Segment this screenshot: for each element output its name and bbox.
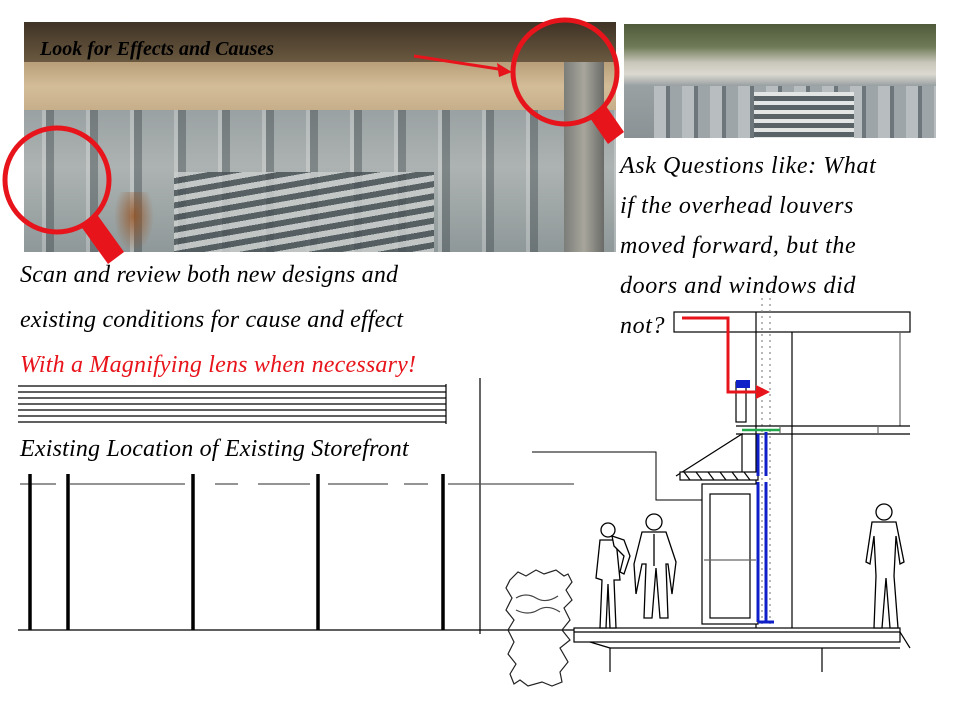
pointer-arrow-icon bbox=[413, 54, 512, 77]
magnifier-icon bbox=[510, 17, 624, 144]
magnifying-lens-line: With a Magnifying lens when necessary! bbox=[20, 352, 417, 378]
question-pointer-arrow bbox=[682, 316, 770, 399]
scan-review-line-2: existing conditions for cause and effect bbox=[20, 307, 404, 333]
question-line: not? bbox=[620, 313, 666, 339]
storefront-mullions bbox=[28, 474, 445, 630]
question-line: if the overhead louvers bbox=[620, 193, 854, 219]
overhead-louver-photo bbox=[24, 22, 616, 252]
photo-caption: Look for Effects and Causes bbox=[40, 38, 275, 60]
question-line: moved forward, but the bbox=[620, 233, 857, 259]
magnifier-icon bbox=[2, 125, 124, 264]
question-line: doors and windows did bbox=[620, 273, 856, 299]
storefront-frame-section bbox=[756, 432, 774, 624]
elevation-hatch bbox=[18, 378, 481, 634]
scan-review-line-1: Scan and review both new designs and bbox=[20, 262, 399, 288]
person-figure bbox=[595, 522, 631, 629]
question-line: Ask Questions like: What bbox=[620, 153, 877, 179]
person-figure bbox=[633, 513, 677, 619]
building-section bbox=[505, 298, 911, 687]
question-text: Ask Questions like: What if the overhead… bbox=[620, 146, 950, 346]
louver-clip bbox=[736, 380, 750, 388]
existing-storefront-label: Existing Location of Existing Storefront bbox=[20, 436, 413, 463]
louver-detail-photo bbox=[624, 24, 936, 138]
person-figure bbox=[865, 503, 905, 629]
